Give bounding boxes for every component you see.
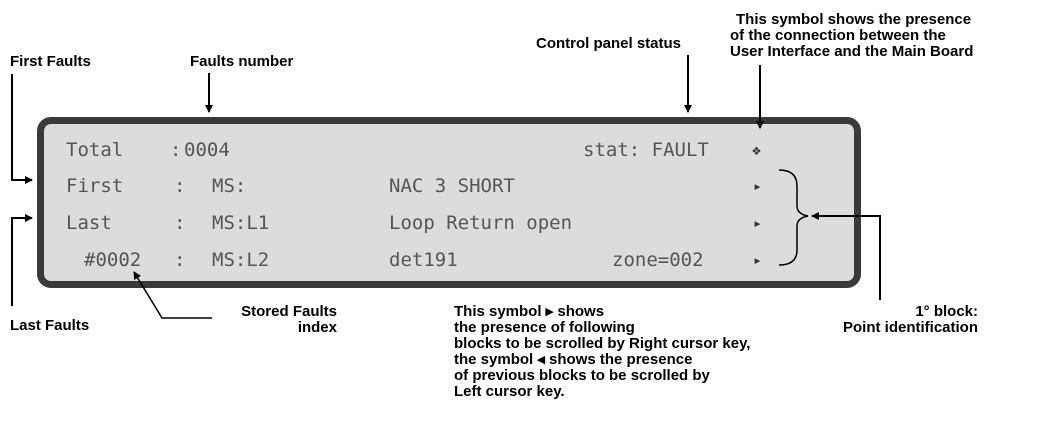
lcd-first-desc: NAC 3 SHORT: [389, 175, 515, 197]
block-note-line-3: blocks to be scrolled by Right cursor ke…: [454, 335, 751, 352]
block-note-line-1: This symbol ▸ shows: [454, 303, 605, 320]
first-block-arrow: [811, 212, 881, 300]
lcd-status: stat: FAULT: [583, 139, 709, 161]
lcd-index-ms: MS:L2: [212, 249, 270, 271]
connection-note-line-2: of the connection between the: [730, 27, 946, 44]
connection-symbol-note: This symbol shows the presence of the co…: [730, 12, 973, 60]
lcd-last-desc: Loop Return open: [389, 212, 573, 234]
last-faults-arrow: [11, 214, 33, 306]
lcd-total-label: Total: [66, 139, 124, 161]
lcd-first-label: First: [66, 175, 124, 197]
first-block-line-2: Point identification: [843, 319, 978, 336]
control-panel-status-label: Control panel status: [536, 35, 682, 52]
block-symbol-note: This symbol ▸ shows the presence of foll…: [454, 304, 750, 400]
connection-icon: ❖: [752, 141, 762, 159]
lcd-last-ms: MS:L1: [212, 212, 270, 234]
lcd-index-label: #0002: [84, 249, 142, 271]
lcd-first-sep: :: [174, 175, 186, 197]
lcd-last-label: Last: [66, 212, 112, 234]
stored-faults-arrow: [133, 271, 212, 319]
faults-number-label: Faults number: [190, 53, 294, 70]
lcd-total-value: 0004: [184, 139, 230, 161]
stored-faults-line-1: Stored Faults: [241, 303, 337, 320]
first-faults-label: First Faults: [10, 53, 91, 70]
scroll-right-icon: ▸: [753, 214, 763, 232]
first-faults-arrow: [11, 74, 33, 184]
block-note-line-6: Left cursor key.: [454, 383, 565, 400]
lcd-index-sep: :: [174, 249, 186, 271]
lcd-index-desc: det191: [389, 249, 458, 271]
block-note-line-4: the symbol ◂ shows the presence: [454, 351, 693, 368]
stored-faults-index-label: Stored Faults index: [212, 304, 337, 336]
first-block-label: 1° block: Point identification: [780, 304, 978, 336]
first-block-line-1: 1° block:: [915, 303, 978, 320]
lcd-first-ms: MS:: [212, 175, 247, 197]
lcd-display: Total : 0004 stat: FAULT ❖ First : MS: N…: [37, 117, 861, 288]
connection-note-line-1: This symbol shows the presence: [736, 11, 972, 28]
lcd-zone: zone=002: [612, 249, 704, 271]
last-faults-label: Last Faults: [10, 317, 90, 334]
block-note-line-2: the presence of following: [454, 319, 635, 336]
scroll-right-icon: ▸: [753, 251, 763, 269]
connection-note-line-3: User Interface and the Main Board: [730, 43, 974, 60]
lcd-total-sep: :: [170, 139, 182, 161]
block-note-line-5: of previous blocks to be scrolled by: [454, 367, 710, 384]
scroll-right-icon: ▸: [753, 177, 763, 195]
stored-faults-line-2: index: [297, 319, 337, 336]
lcd-last-sep: :: [174, 212, 186, 234]
block-brace: [778, 169, 809, 266]
